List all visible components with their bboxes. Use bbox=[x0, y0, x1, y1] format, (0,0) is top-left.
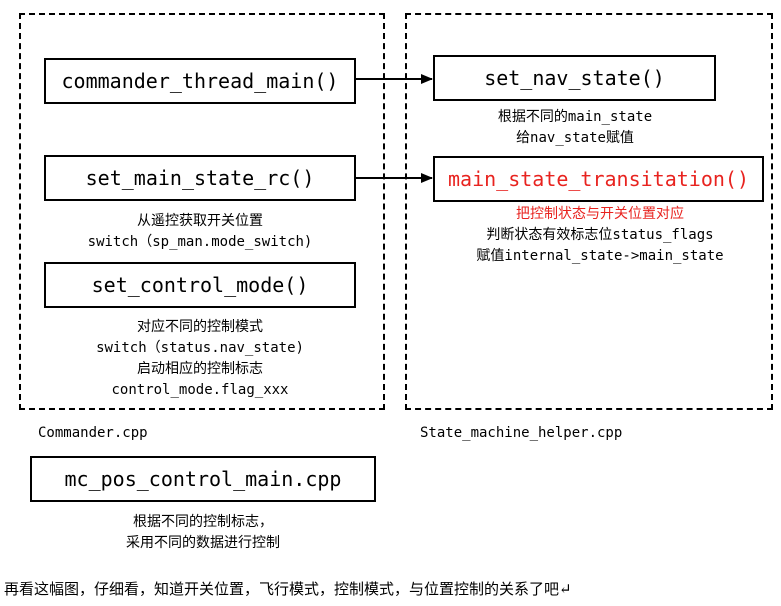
mc-pos-control-main-box: mc_pos_control_main.cpp bbox=[30, 456, 376, 502]
control-mode-note-line-1: 对应不同的控制模式 bbox=[137, 319, 263, 335]
state-machine-helper-group bbox=[405, 13, 773, 410]
commander-group bbox=[19, 13, 385, 410]
set-main-state-rc-label: set_main_state_rc() bbox=[85, 166, 315, 190]
rc-note-line-1: 从遥控获取开关位置 bbox=[137, 213, 263, 229]
pos-control-note: 根据不同的控制标志， 采用不同的数据进行控制 bbox=[60, 512, 346, 554]
mc-pos-control-main-label: mc_pos_control_main.cpp bbox=[64, 467, 342, 491]
rc-note: 从遥控获取开关位置 switch（sp_man.mode_switch) bbox=[60, 211, 340, 253]
control-mode-note-line-2: switch（status.nav_state) bbox=[96, 340, 304, 356]
transition-note-line-3: 赋值internal_state->main_state bbox=[476, 248, 724, 264]
set-control-mode-label: set_control_mode() bbox=[91, 273, 309, 297]
set-nav-state-label: set_nav_state() bbox=[484, 66, 665, 90]
set-main-state-rc-box: set_main_state_rc() bbox=[44, 155, 356, 201]
control-mode-note-line-3: 启动相应的控制标志 bbox=[137, 361, 263, 377]
transition-note-line-2: 判断状态有效标志位status_flags bbox=[486, 227, 714, 243]
control-mode-note-line-4: control_mode.flag_xxx bbox=[111, 382, 289, 398]
pos-control-note-line-1: 根据不同的控制标志， bbox=[133, 514, 273, 530]
caption-text: 再看这幅图，仔细看，知道开关位置，飞行模式，控制模式，与位置控制的关系了吧↵ bbox=[4, 580, 572, 598]
commander-thread-main-label: commander_thread_main() bbox=[61, 69, 339, 93]
helper-file-label: State_machine_helper.cpp bbox=[420, 425, 623, 441]
set-nav-state-box: set_nav_state() bbox=[433, 55, 716, 101]
main-state-transitation-label: main_state_transitation() bbox=[447, 167, 750, 191]
nav-state-note: 根据不同的main_state 给nav_state赋值 bbox=[440, 107, 710, 149]
control-mode-note: 对应不同的控制模式 switch（status.nav_state) 启动相应的… bbox=[60, 317, 340, 401]
transition-note-line-1: 把控制状态与开关位置对应 bbox=[516, 206, 684, 222]
transition-note: 把控制状态与开关位置对应 判断状态有效标志位status_flags 赋值int… bbox=[435, 204, 765, 267]
pos-control-note-line-2: 采用不同的数据进行控制 bbox=[126, 535, 280, 551]
nav-state-note-line-2: 给nav_state赋值 bbox=[516, 130, 634, 146]
commander-thread-main-box: commander_thread_main() bbox=[44, 58, 356, 104]
nav-state-note-line-1: 根据不同的main_state bbox=[497, 109, 653, 125]
rc-note-line-2: switch（sp_man.mode_switch) bbox=[87, 234, 313, 250]
set-control-mode-box: set_control_mode() bbox=[44, 262, 356, 308]
commander-file-label: Commander.cpp bbox=[38, 425, 148, 441]
main-state-transitation-box: main_state_transitation() bbox=[433, 156, 764, 202]
